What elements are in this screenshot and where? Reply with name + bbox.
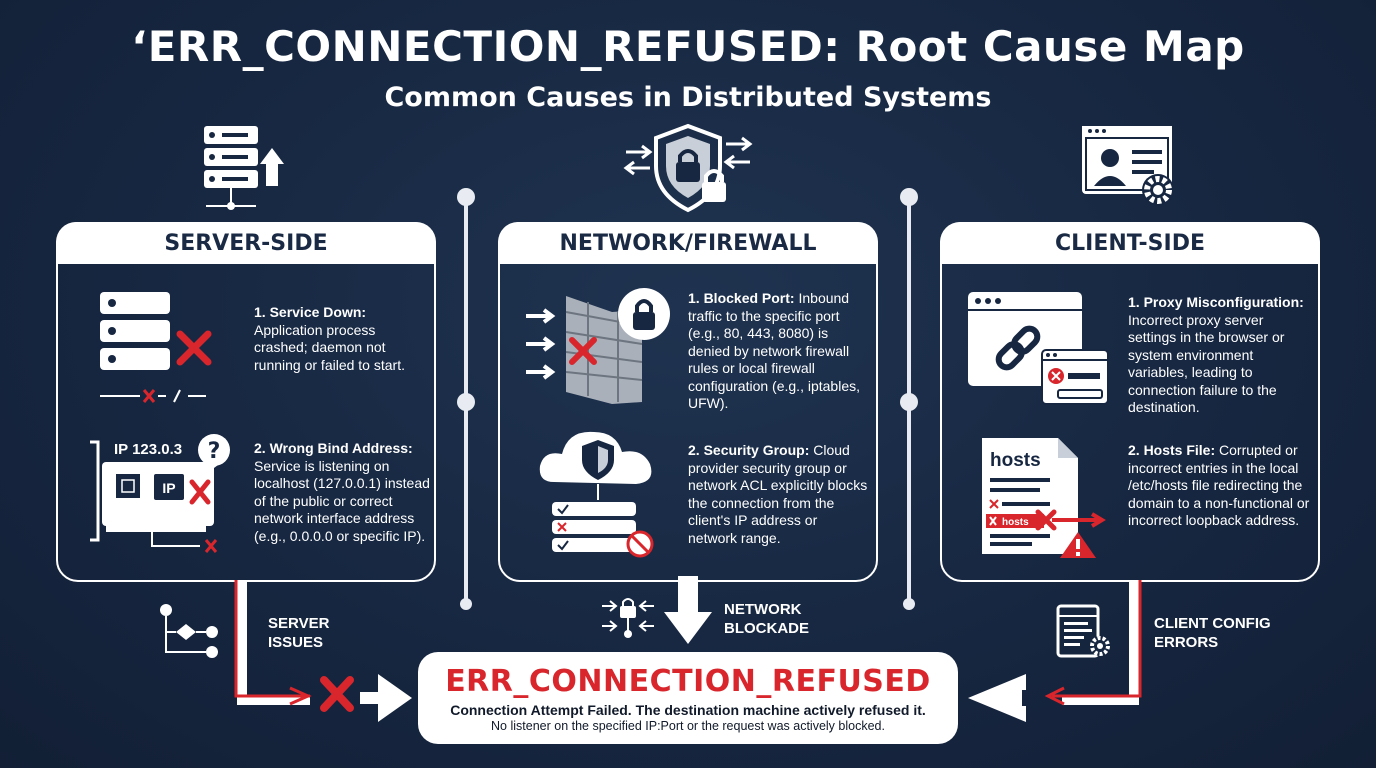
network-flow-label-line1: NETWORK — [724, 601, 802, 618]
network-firewall-heading: NETWORK/FIREWALL — [498, 222, 878, 264]
network-lock-icon — [602, 598, 654, 638]
svg-text:?: ? — [208, 439, 221, 464]
error-result-title: ERR_CONNECTION_REFUSED — [445, 664, 931, 699]
server-cause-1: 1. Service Down: Application process cra… — [254, 304, 428, 374]
shield-lock-icon — [623, 123, 753, 213]
client-flow-label: CLIENT CONFIG ERRORS — [1154, 614, 1271, 652]
client-cause-2-text: Corrupted or incorrect entries in the lo… — [1128, 442, 1310, 528]
cloud-security-icon — [539, 431, 654, 558]
server-flow-connector — [234, 580, 412, 722]
error-result-description: Connection Attempt Failed. The destinati… — [450, 702, 926, 718]
ip-label: IP 123.0.3 — [114, 441, 182, 458]
client-side-heading: CLIENT-SIDE — [940, 222, 1320, 264]
server-cause-2: 2. Wrong Bind Address: Service is listen… — [254, 440, 430, 545]
client-flow-connector — [968, 580, 1142, 722]
server-down-icon — [100, 292, 212, 403]
network-card-icon: IP IP 123.0.3 ? — [90, 434, 230, 553]
server-flow-label-line1: SERVER — [268, 615, 330, 632]
client-cause-1: 1. Proxy Misconfiguration: Incorrect pro… — [1128, 294, 1312, 417]
server-side-panel: SERVER-SIDE 1. Service Down: Application… — [56, 222, 436, 582]
server-cause-2-label: 2. Wrong Bind Address: — [254, 440, 413, 456]
client-flow-label-line1: CLIENT CONFIG — [1154, 615, 1271, 632]
flowchart-icon — [160, 604, 218, 658]
rail-right-node-bottom — [903, 598, 915, 610]
server-flow-label: SERVER ISSUES — [268, 614, 329, 652]
hosts-file-title: hosts — [990, 450, 1041, 471]
error-result-detail: No listener on the specified IP:Port or … — [491, 719, 885, 733]
rail-right-node-top — [900, 188, 918, 206]
network-flow-label-line2: BLOCKADE — [724, 620, 809, 637]
network-firewall-panel: NETWORK/FIREWALL 1. Blocked Port: Inboun… — [498, 222, 878, 582]
network-cause-1-text: Inbound traffic to the specific port (e.… — [688, 290, 860, 411]
client-side-panel: CLIENT-SIDE 1. Proxy Misconfiguration: I… — [940, 222, 1320, 582]
user-profile-settings-icon — [1082, 126, 1174, 206]
config-file-icon — [1056, 604, 1110, 658]
server-side-heading: SERVER-SIDE — [56, 222, 436, 264]
network-cause-2-text: Cloud provider security group or network… — [688, 442, 868, 546]
hosts-file-icon: hosts hosts — [982, 438, 1106, 558]
hosts-file-tag: hosts — [1002, 517, 1029, 528]
page-title: ‘ERR_CONNECTION_REFUSED: Root Cause Map — [131, 22, 1245, 71]
rail-left-node-mid — [457, 393, 475, 411]
network-flow-label: NETWORK BLOCKADE — [724, 600, 809, 638]
network-cause-2-label: 2. Security Group: — [688, 442, 810, 458]
network-cause-1-label: 1. Blocked Port: — [688, 290, 795, 306]
rail-left-node-bottom — [460, 598, 472, 610]
firewall-icon — [526, 288, 670, 404]
client-cause-2: 2. Hosts File: Corrupted or incorrect en… — [1128, 442, 1314, 530]
network-flow-arrow — [664, 576, 712, 644]
server-cause-1-label: 1. Service Down: — [254, 304, 367, 320]
server-flow-label-line2: ISSUES — [268, 634, 324, 651]
chip-label: IP — [162, 480, 175, 496]
network-cause-2: 2. Security Group: Cloud provider securi… — [688, 442, 868, 547]
client-cause-2-label: 2. Hosts File: — [1128, 442, 1216, 458]
rail-right-node-mid — [900, 393, 918, 411]
client-cause-1-text: Incorrect proxy server settings in the b… — [1128, 311, 1285, 416]
server-cause-2-text: Service is listening on localhost (127.0… — [254, 457, 430, 544]
server-upload-icon — [204, 126, 284, 210]
client-flow-label-line2: ERRORS — [1154, 634, 1219, 651]
error-result-box: ERR_CONNECTION_REFUSED Connection Attemp… — [418, 652, 958, 744]
page-subtitle: Common Causes in Distributed Systems — [384, 82, 992, 113]
rail-left-node-top — [457, 188, 475, 206]
client-cause-1-label: 1. Proxy Misconfiguration: — [1128, 294, 1304, 310]
server-cause-1-text: Application process crashed; daemon not … — [254, 321, 405, 373]
network-cause-1: 1. Blocked Port: Inbound traffic to the … — [688, 290, 866, 413]
broken-link-browser-icon — [968, 292, 1109, 405]
